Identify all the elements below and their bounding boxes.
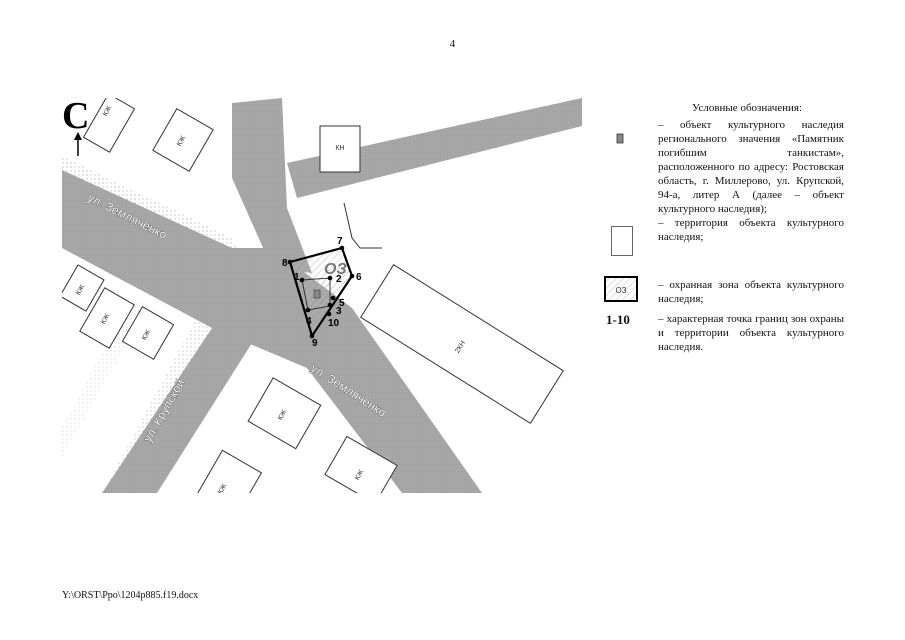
point-1: 1	[294, 272, 300, 283]
svg-text:КН: КН	[335, 145, 344, 152]
building-8: КЖ	[247, 377, 322, 450]
svg-text:КЖ: КЖ	[354, 468, 366, 481]
legend-item-territory: – территория объекта культурного наследи…	[658, 217, 844, 243]
north-arrow: С	[62, 98, 89, 156]
svg-text:КЖ: КЖ	[100, 312, 112, 325]
legend-item-points: – характерная точка границ зон охраны и …	[658, 313, 844, 353]
point-8: 8	[282, 258, 288, 269]
building-3: КН	[319, 125, 361, 173]
north-label: С	[62, 98, 89, 137]
roads	[62, 98, 582, 493]
point-2: 2	[336, 274, 342, 285]
point-7: 7	[337, 236, 343, 247]
map: КЖ КЖ КН КЖ КЖ КЖ 2КН КЖ	[62, 98, 582, 493]
point-4: 4	[306, 316, 312, 327]
legend-title: Условные обозначения:	[692, 102, 803, 114]
svg-text:КЖ: КЖ	[277, 408, 289, 421]
points-legend-symbol: 1-10	[606, 312, 630, 327]
point-9: 9	[312, 338, 318, 349]
building-6: КЖ	[121, 305, 175, 361]
building-2: КЖ	[152, 108, 214, 172]
zone-label: ОЗ	[324, 261, 347, 278]
point-6: 6	[356, 272, 362, 283]
svg-text:КЖ: КЖ	[102, 104, 114, 117]
svg-text:КЖ: КЖ	[217, 482, 229, 493]
territory-legend-symbol	[611, 226, 633, 256]
building-1: КЖ	[82, 98, 136, 153]
svg-text:КЖ: КЖ	[176, 134, 188, 147]
point-5: 5	[339, 298, 345, 309]
point-labels: 1 2 3 4 5 6 7 8 9 10	[282, 236, 362, 349]
monument-symbol	[313, 289, 321, 299]
building-5: КЖ	[79, 287, 135, 349]
page-number: 4	[449, 38, 456, 50]
building-4: КЖ	[62, 264, 105, 312]
boundary-points	[287, 245, 355, 339]
monument-legend-symbol	[614, 132, 626, 151]
zone-legend-symbol: ОЗ	[604, 276, 638, 307]
zone-legend-label: ОЗ	[615, 286, 626, 295]
building-7: 2КН	[360, 264, 564, 424]
building-10: КЖ	[324, 435, 398, 493]
point-3: 3	[336, 306, 342, 317]
svg-text:КЖ: КЖ	[141, 328, 153, 341]
building-9: КЖ	[196, 449, 263, 493]
lot-outline	[343, 202, 382, 249]
point-10: 10	[328, 318, 340, 329]
footer-path: Y:\ORST\Ppo\1204p885.f19.docx	[62, 590, 199, 601]
svg-text:КЖ: КЖ	[75, 283, 87, 296]
legend-item-monument: – объект культурного наследия региональн…	[658, 119, 844, 215]
buildings: КЖ КЖ КН КЖ КЖ КЖ 2КН КЖ	[62, 98, 564, 493]
legend-item-zone: – охранная зона объекта культурного насл…	[658, 279, 844, 305]
